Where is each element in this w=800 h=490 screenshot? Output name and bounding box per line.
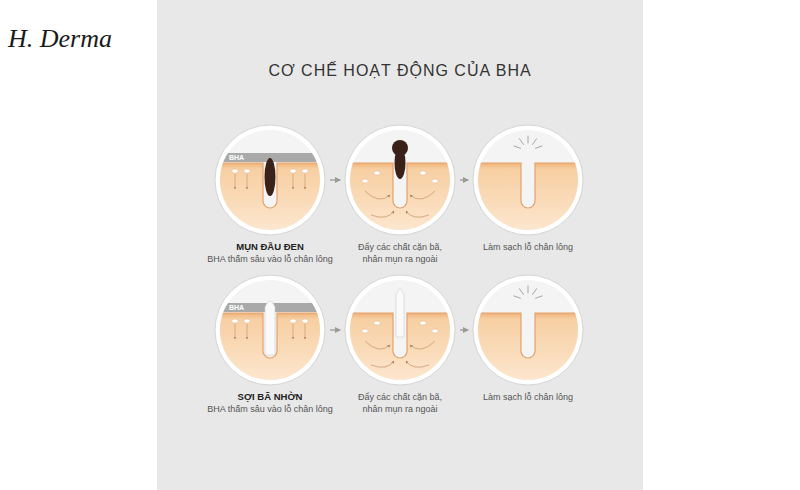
pore-node: Đẩy các chất cặn bã, nhân mụn ra ngoài bbox=[343, 123, 457, 237]
brand-logo: H. Derma bbox=[8, 24, 112, 54]
caption-group: Đẩy các chất cặn bã, nhân mụn ra ngoài bbox=[348, 391, 452, 415]
bha-layer-label: BHA bbox=[229, 303, 244, 312]
step-heading: MỤN ĐẦU ĐEN bbox=[200, 241, 340, 253]
step-arrow bbox=[460, 179, 468, 180]
pore-circle bbox=[471, 273, 585, 387]
pore-circle bbox=[471, 123, 585, 237]
pore-circle bbox=[213, 273, 327, 387]
caption-group: SỢI BÃ NHỜNBHA thấm sâu vào lỗ chân lông bbox=[200, 391, 340, 415]
pore-circle bbox=[213, 123, 327, 237]
step-arrow bbox=[330, 179, 340, 180]
caption-group: Làm sạch lỗ chân lông bbox=[467, 241, 589, 253]
step-arrow bbox=[460, 329, 468, 330]
pore-node: Làm sạch lỗ chân lông bbox=[471, 273, 585, 387]
pore-circle bbox=[343, 273, 457, 387]
step-caption: BHA thấm sâu vào lỗ chân lông bbox=[200, 403, 340, 415]
pore-node: SỢI BÃ NHỜNBHA thấm sâu vào lỗ chân lông bbox=[213, 273, 327, 387]
pore-node: Làm sạch lỗ chân lông bbox=[471, 123, 585, 237]
step-caption: Đẩy các chất cặn bã, nhân mụn ra ngoài bbox=[348, 241, 452, 265]
step-caption: Đẩy các chất cặn bã, nhân mụn ra ngoài bbox=[348, 391, 452, 415]
step-caption: Làm sạch lỗ chân lông bbox=[467, 241, 589, 253]
caption-group: Đẩy các chất cặn bã, nhân mụn ra ngoài bbox=[348, 241, 452, 265]
step-caption: Làm sạch lỗ chân lông bbox=[467, 391, 589, 403]
step-arrow bbox=[330, 329, 340, 330]
pore-circle bbox=[343, 123, 457, 237]
caption-group: MỤN ĐẦU ĐENBHA thấm sâu vào lỗ chân lông bbox=[200, 241, 340, 265]
pore-node: MỤN ĐẦU ĐENBHA thấm sâu vào lỗ chân lông bbox=[213, 123, 327, 237]
step-heading: SỢI BÃ NHỜN bbox=[200, 391, 340, 403]
diagram-title: CƠ CHẾ HOẠT ĐỘNG CỦA BHA bbox=[157, 62, 643, 80]
pore-node: Đẩy các chất cặn bã, nhân mụn ra ngoài bbox=[343, 273, 457, 387]
bha-layer-label: BHA bbox=[229, 153, 244, 162]
caption-group: Làm sạch lỗ chân lông bbox=[467, 391, 589, 403]
step-caption: BHA thấm sâu vào lỗ chân lông bbox=[200, 253, 340, 265]
